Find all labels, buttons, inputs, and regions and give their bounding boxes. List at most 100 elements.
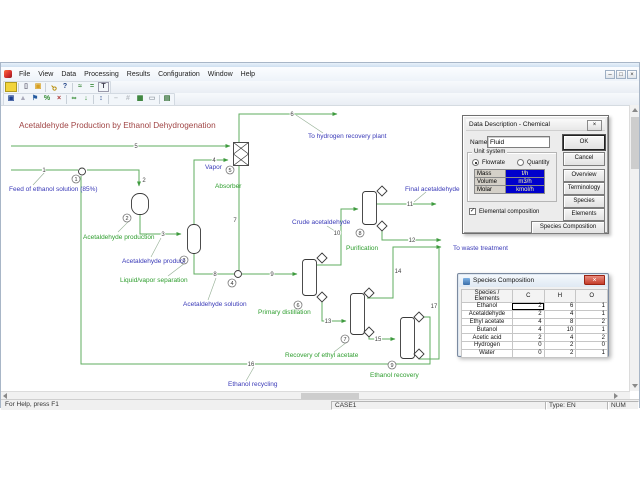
reboiler[interactable]: [363, 326, 375, 338]
streams-icon[interactable]: =: [89, 83, 95, 90]
flowsheet-icon[interactable]: ≈: [78, 83, 82, 90]
menu-processing[interactable]: Processing: [84, 70, 119, 78]
species-composition-button[interactable]: Species Composition: [531, 221, 605, 234]
reboiler[interactable]: [316, 291, 328, 303]
col-h: H: [543, 289, 577, 303]
quantity-radio[interactable]: [517, 159, 524, 166]
percent-icon[interactable]: %: [43, 95, 51, 102]
close-icon[interactable]: ×: [584, 275, 605, 285]
flag-icon[interactable]: ⚑: [31, 95, 39, 102]
window-controls: – □ ×: [605, 70, 637, 79]
terminology-button[interactable]: Terminology: [563, 182, 605, 195]
svg-text:1: 1: [74, 177, 77, 183]
svg-text:5: 5: [134, 144, 138, 150]
dialog-title-bar[interactable]: Species Composition: [459, 275, 607, 287]
name-input[interactable]: [487, 136, 550, 148]
table-row: Mass t/h: [474, 169, 545, 178]
condenser[interactable]: [376, 185, 388, 197]
reactor-vessel[interactable]: [131, 193, 149, 215]
close-icon[interactable]: ×: [587, 120, 602, 131]
scroll-left-icon[interactable]: [3, 393, 7, 399]
export-icon[interactable]: ↓: [84, 95, 88, 102]
table-view-icon[interactable]: ▦: [136, 95, 144, 102]
menu-results[interactable]: Results: [126, 70, 151, 78]
cancel-button[interactable]: Cancel: [563, 152, 605, 166]
sheet-icon[interactable]: ▭: [148, 95, 156, 102]
status-case: CASE1: [331, 401, 547, 410]
svg-text:To waste treatment: To waste treatment: [453, 245, 508, 252]
minimize-icon[interactable]: –: [605, 70, 615, 79]
purification-column[interactable]: [362, 191, 377, 225]
vertical-scroll-thumb[interactable]: [631, 117, 639, 169]
menu-view[interactable]: View: [38, 70, 54, 78]
import-icon[interactable]: ▲: [19, 95, 27, 102]
stream-mixer[interactable]: [234, 270, 242, 278]
flowrate-label[interactable]: Flowrate: [482, 160, 506, 166]
svg-text:16: 16: [248, 362, 255, 368]
flowrate-radio[interactable]: [472, 159, 479, 166]
menu-file[interactable]: File: [19, 70, 31, 78]
feed-mixer[interactable]: [78, 167, 86, 176]
menu-data[interactable]: Data: [61, 70, 77, 78]
flowsheet-svg: Acetaldehyde Production by Ethanol Dehyd…: [9, 111, 508, 388]
condenser[interactable]: [413, 311, 425, 323]
stream-lines[interactable]: [11, 112, 442, 365]
restore-icon[interactable]: □: [616, 70, 626, 79]
print-icon[interactable]: ▤: [163, 95, 171, 102]
absorber-column[interactable]: [233, 142, 249, 166]
menu-help[interactable]: Help: [240, 70, 256, 78]
svg-text:7: 7: [343, 337, 346, 343]
col-o: O: [575, 289, 608, 303]
unit-row-value[interactable]: t/h: [505, 169, 545, 178]
menu-window[interactable]: Window: [207, 70, 233, 78]
unit-row-value[interactable]: m3/h: [505, 177, 545, 186]
dialog-title[interactable]: Data Description - Chemical: [466, 119, 605, 131]
text-tool-icon[interactable]: T: [98, 82, 109, 92]
elemental-composition-label[interactable]: Elemental composition: [479, 209, 540, 215]
menu-configuration[interactable]: Configuration: [158, 70, 200, 78]
condenser[interactable]: [363, 287, 375, 299]
unit-row-label: Molar: [474, 185, 506, 194]
svg-text:8: 8: [358, 231, 361, 237]
fit-view-icon[interactable]: ↕: [99, 95, 103, 102]
horizontal-scrollbar[interactable]: [1, 391, 630, 399]
svg-text:Ethanol recycling: Ethanol recycling: [228, 381, 278, 388]
scroll-right-icon[interactable]: [614, 393, 618, 399]
selected-cell[interactable]: 2: [511, 302, 545, 311]
unit-row-value[interactable]: kmol/h: [505, 185, 545, 194]
window-frame-top: [1, 63, 639, 67]
svg-text:9: 9: [270, 272, 274, 278]
quantity-label[interactable]: Quantity: [527, 160, 550, 166]
reboiler[interactable]: [413, 348, 425, 360]
condenser[interactable]: [316, 252, 328, 264]
context-help-icon[interactable]: ?: [62, 83, 68, 90]
svg-text:To hydrogen recovery plant: To hydrogen recovery plant: [308, 133, 387, 140]
ethanol-recovery-column[interactable]: [400, 317, 415, 359]
save-icon[interactable]: ▣: [7, 95, 15, 102]
ethyl-acetate-column[interactable]: [350, 293, 365, 335]
application-window: File View Data Processing Results Config…: [0, 62, 640, 410]
elements-button[interactable]: Elements: [563, 208, 605, 221]
table-header-row: Species / Elements C H O: [461, 289, 608, 303]
open-folder-icon[interactable]: ▣: [34, 83, 42, 90]
flash-separator[interactable]: [187, 224, 201, 254]
svg-text:Acetaldehyde product: Acetaldehyde product: [122, 258, 185, 265]
horizontal-scroll-thumb[interactable]: [301, 393, 359, 399]
stream-numbers: 1 2 3 4 5 6 7 8 9 10 11 12 13 14 15 16 1…: [41, 111, 439, 369]
primary-distillation-column[interactable]: [302, 259, 317, 296]
overview-button[interactable]: Overview: [563, 169, 605, 182]
new-document-icon[interactable]: ▯: [24, 83, 28, 90]
elemental-composition-checkbox[interactable]: ✓: [469, 208, 476, 215]
vertical-scrollbar[interactable]: [629, 105, 639, 391]
scroll-up-icon[interactable]: [632, 108, 638, 112]
close-icon[interactable]: ×: [627, 70, 637, 79]
new-case-icon[interactable]: ■: [5, 82, 17, 92]
svg-text:7: 7: [233, 218, 237, 224]
delete-icon[interactable]: ×: [56, 95, 62, 102]
reboiler[interactable]: [376, 220, 388, 232]
species-button[interactable]: Species: [563, 195, 605, 208]
ok-button[interactable]: OK: [563, 135, 605, 150]
scroll-down-icon[interactable]: [632, 384, 638, 388]
svg-text:14: 14: [395, 269, 402, 275]
link-icon[interactable]: ∞: [71, 95, 77, 102]
